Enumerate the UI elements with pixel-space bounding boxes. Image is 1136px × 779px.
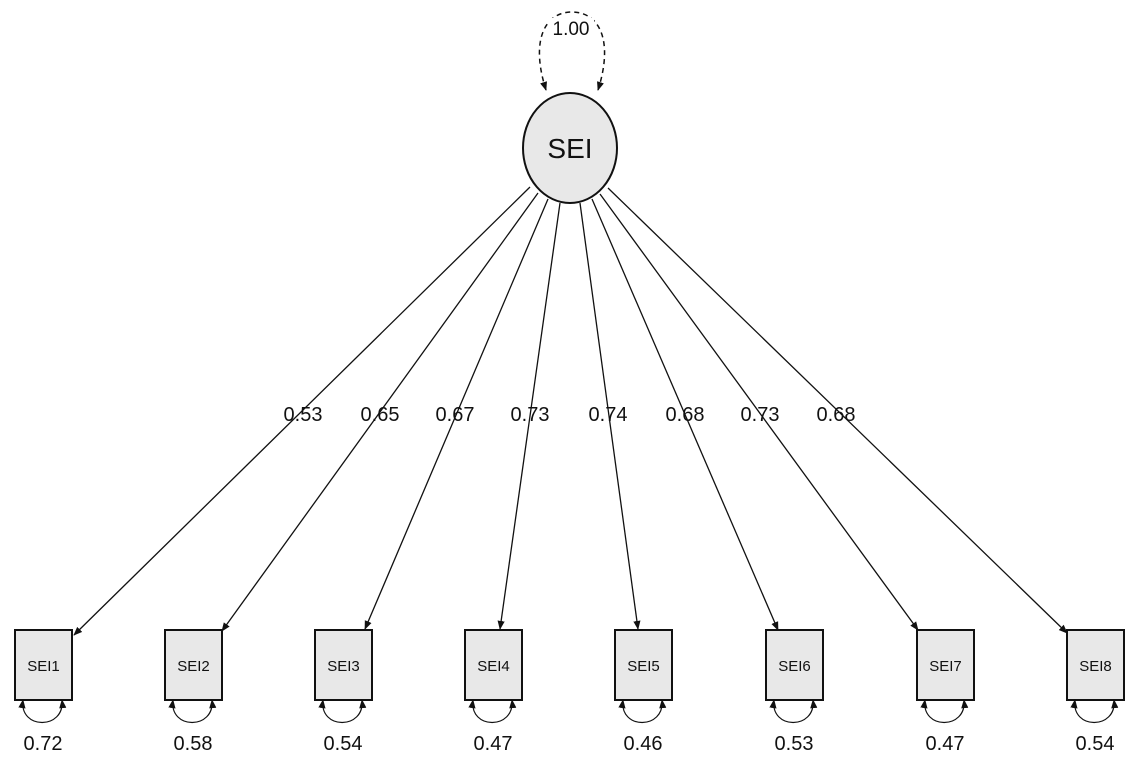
residual-variance-sei4: 0.47 xyxy=(468,699,517,755)
residual-label: 0.47 xyxy=(474,733,513,755)
residual-label: 0.54 xyxy=(1076,733,1115,755)
residual-variance-sei7: 0.47 xyxy=(920,699,969,755)
indicator-label: SEI7 xyxy=(929,658,962,675)
loading-path-sei3: 0.67 xyxy=(364,198,549,630)
loading-path-sei5: 0.74 xyxy=(579,202,641,630)
indicator-label: SEI2 xyxy=(177,658,210,675)
residual-variance-sei8: 0.54 xyxy=(1070,699,1119,755)
latent-node-sei[interactable]: SEI xyxy=(522,92,618,204)
latent-node-label: SEI xyxy=(547,133,592,164)
latent-variance-label: 1.00 xyxy=(553,19,590,40)
indicator-node-sei3[interactable]: SEI3 xyxy=(314,629,373,701)
indicator-label: SEI8 xyxy=(1079,658,1112,675)
indicator-node-sei4[interactable]: SEI4 xyxy=(464,629,523,701)
loading-path-sei7: 0.73 xyxy=(599,193,919,631)
latent-variance-loop: 1.00 xyxy=(538,11,606,91)
indicator-label: SEI5 xyxy=(627,658,660,675)
loading-path-sei8: 0.68 xyxy=(607,187,1068,634)
loading-label: 0.73 xyxy=(741,404,780,426)
loading-label: 0.53 xyxy=(284,404,323,426)
residual-variance-sei3: 0.54 xyxy=(318,699,367,755)
indicator-label: SEI3 xyxy=(327,658,360,675)
loading-path-sei1: 0.53 xyxy=(73,186,531,636)
loading-path-sei6: 0.68 xyxy=(591,198,779,631)
residual-label: 0.54 xyxy=(324,733,363,755)
loading-label: 0.74 xyxy=(589,404,628,426)
residual-variance-sei5: 0.46 xyxy=(618,699,667,755)
loading-label: 0.68 xyxy=(817,404,856,426)
residual-label: 0.53 xyxy=(775,733,814,755)
indicator-node-sei2[interactable]: SEI2 xyxy=(164,629,223,701)
residual-label: 0.58 xyxy=(174,733,213,755)
residual-variance-sei2: 0.58 xyxy=(168,699,217,755)
indicator-label: SEI6 xyxy=(778,658,811,675)
indicator-node-sei1[interactable]: SEI1 xyxy=(14,629,73,701)
residual-label: 0.46 xyxy=(624,733,663,755)
loading-path-sei2: 0.65 xyxy=(221,192,539,632)
residual-variance-sei6: 0.53 xyxy=(769,699,818,755)
indicator-node-sei7[interactable]: SEI7 xyxy=(916,629,975,701)
loading-label: 0.67 xyxy=(436,404,475,426)
loading-label: 0.68 xyxy=(666,404,705,426)
indicator-label: SEI4 xyxy=(477,658,510,675)
indicator-label: SEI1 xyxy=(27,658,60,675)
loading-label: 0.65 xyxy=(361,404,400,426)
loading-label: 0.73 xyxy=(511,404,550,426)
loading-path-sei4: 0.73 xyxy=(497,202,561,630)
residual-label: 0.47 xyxy=(926,733,965,755)
residual-label: 0.72 xyxy=(24,733,63,755)
indicator-node-sei6[interactable]: SEI6 xyxy=(765,629,824,701)
indicator-node-sei8[interactable]: SEI8 xyxy=(1066,629,1125,701)
residual-variance-sei1: 0.72 xyxy=(18,699,67,755)
indicator-node-sei5[interactable]: SEI5 xyxy=(614,629,673,701)
